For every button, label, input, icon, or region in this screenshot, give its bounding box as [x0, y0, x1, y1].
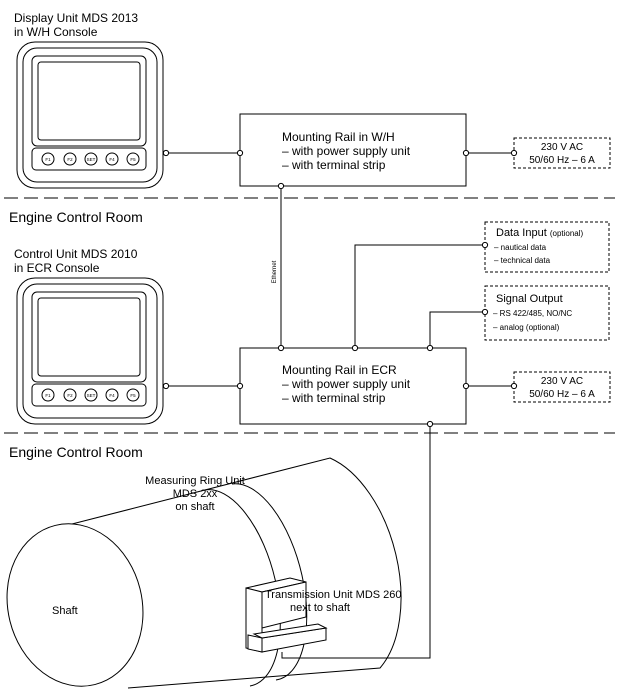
wh-display-buttons: F1 F2 SET F4 F5: [41, 152, 140, 166]
wh-connections: [162, 149, 518, 157]
wh-display-title-2: in W/H Console: [14, 25, 98, 39]
shaft-label: Shaft: [52, 605, 78, 617]
wh-rail-line3: – with terminal strip: [282, 158, 386, 172]
ecr-control-buttons: F1 F2 SET F4 F5: [41, 388, 140, 402]
shaft-cylinder: [6, 457, 402, 689]
data-input-title: Data Input (optional): [496, 227, 584, 239]
section-title-ecr-1: Engine Control Room: [9, 209, 143, 225]
ecr-btn-f2: F2: [67, 393, 73, 398]
wh-power-line1: 230 V AC: [541, 142, 583, 153]
ecr-connections: [162, 382, 518, 390]
ecr-rail-line2: – with power supply unit: [282, 377, 411, 391]
ecr-power-line2: 50/60 Hz – 6 A: [529, 389, 595, 400]
wh-btn-f1: F1: [45, 157, 51, 162]
measuring-ring-line3: on shaft: [175, 501, 214, 513]
ecr-external-connections: [354, 241, 489, 348]
wh-rail-line2: – with power supply unit: [282, 144, 411, 158]
signal-output-title: Signal Output: [496, 293, 563, 305]
wh-btn-set: SET: [87, 157, 96, 162]
transmission-line2: next to shaft: [290, 602, 350, 614]
wh-rail-line1: Mounting Rail in W/H: [282, 130, 395, 144]
ecr-btn-set: SET: [87, 393, 96, 398]
ecr-control-unit: F1 F2 SET F4 F5: [16, 277, 164, 425]
signal-output-item1: – RS 422/485, NO/NC: [493, 309, 572, 318]
ecr-rail-line1: Mounting Rail in ECR: [282, 363, 397, 377]
signal-output-item2: – analog (optional): [493, 323, 560, 332]
transmission-line1: Transmission Unit MDS 260: [265, 589, 402, 601]
transmission-unit: [245, 577, 328, 653]
signal-output-box: [484, 285, 610, 341]
data-input-item1: – nautical data: [494, 243, 547, 252]
data-input-item2: – technical data: [494, 256, 551, 265]
wh-display-unit: F1 F2 SET F4 F5: [16, 41, 164, 189]
wh-btn-f5: F5: [130, 157, 136, 162]
ecr-control-title-2: in ECR Console: [14, 261, 100, 275]
ecr-btn-f4: F4: [109, 393, 115, 398]
wh-btn-f2: F2: [67, 157, 73, 162]
ecr-btn-f5: F5: [130, 393, 136, 398]
section-title-ecr-2: Engine Control Room: [9, 444, 143, 460]
wh-display-title-1: Display Unit MDS 2013: [14, 11, 138, 25]
ecr-power-line1: 230 V AC: [541, 376, 583, 387]
ecr-control-title-1: Control Unit MDS 2010: [14, 247, 138, 261]
transmission-cable: [281, 424, 431, 659]
ethernet-label: Ethernet: [272, 260, 278, 283]
measuring-ring-line2: MDS 2xx: [173, 488, 218, 500]
wh-power-line2: 50/60 Hz – 6 A: [529, 155, 595, 166]
wh-btn-f4: F4: [109, 157, 115, 162]
ecr-rail-line3: – with terminal strip: [282, 391, 386, 405]
measuring-ring-line1: Measuring Ring Unit: [145, 475, 245, 487]
ecr-btn-f1: F1: [45, 393, 51, 398]
